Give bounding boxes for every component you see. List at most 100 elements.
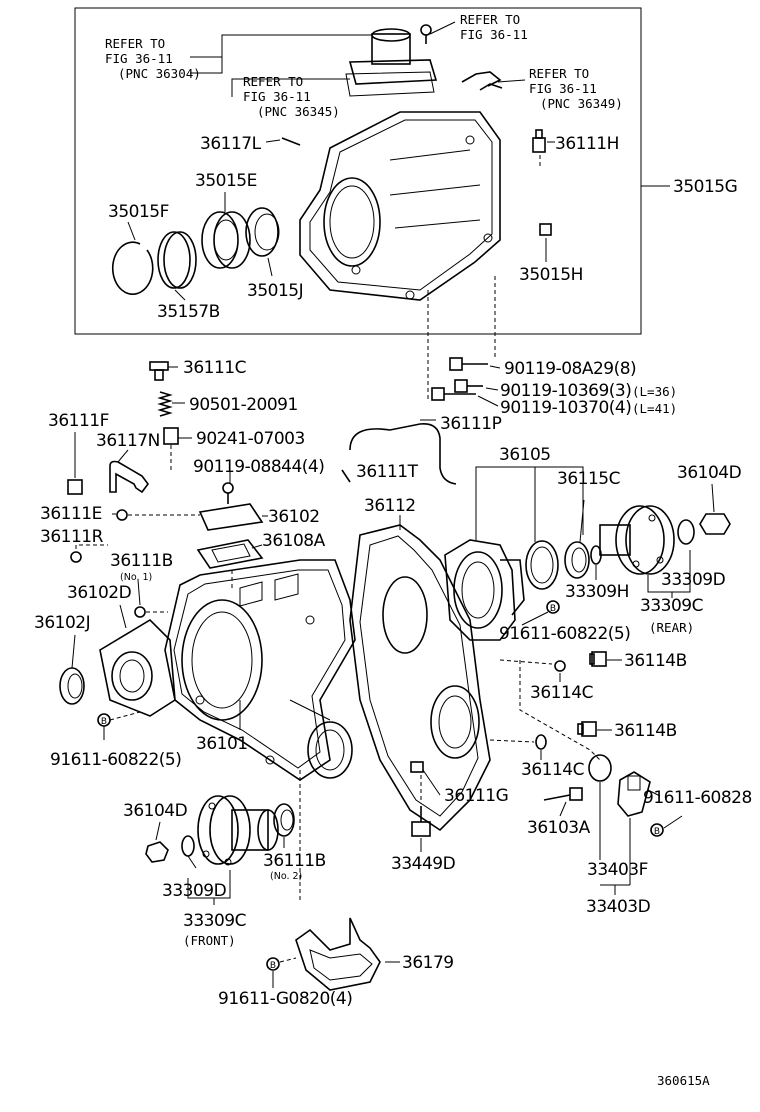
label-36102D: 36102D	[67, 583, 132, 603]
hose-36111P	[349, 422, 457, 485]
sleeve-91611-60828	[617, 771, 651, 817]
label-35157B: 35157B	[157, 302, 220, 322]
label-91611-60828: 91611-60828	[643, 788, 752, 808]
retainer-36105	[444, 539, 525, 641]
label-36104D-front: 36104D	[123, 801, 188, 821]
clip-part	[461, 71, 503, 91]
rear-case-36112	[349, 524, 491, 832]
svg-text:FIG 36-11: FIG 36-11	[243, 89, 311, 104]
label-90241-07003: 90241-07003	[196, 429, 305, 449]
bolt-91611-G0820	[266, 957, 280, 971]
label-91611-G0820: 91611-G0820(4)	[218, 989, 352, 1009]
label-90119-10369: 90119-10369(3)	[500, 381, 631, 401]
label-33403D: 33403D	[586, 897, 651, 917]
label-rear: (REAR)	[649, 620, 694, 635]
pin-36111T	[341, 469, 351, 483]
label-36111H: 36111H	[555, 134, 619, 154]
svg-text:REFER TO: REFER TO	[243, 74, 303, 89]
bolt-91611-60828-marker	[650, 823, 664, 837]
washer-36114C-1	[554, 660, 566, 672]
plug-35015H	[539, 223, 552, 236]
label-90501-20091: 90501-20091	[189, 395, 298, 415]
svg-text:FIG 36-11: FIG 36-11	[460, 27, 528, 42]
breather-36111C	[149, 361, 169, 381]
label-l36: (L=36)	[632, 384, 677, 399]
seal-36102J	[59, 667, 85, 705]
flange-33309C-front	[197, 795, 279, 866]
spring-90501	[157, 391, 173, 417]
front-case-36101	[164, 559, 356, 781]
washer-33309D-rear	[677, 519, 695, 545]
label-front: (FRONT)	[183, 933, 236, 948]
bearing-35015E	[201, 211, 251, 269]
label-36102J: 36102J	[34, 613, 90, 633]
label-36111B-2: 36111B	[263, 851, 326, 871]
washer-36111E	[116, 509, 128, 521]
label-36111E: 36111E	[40, 504, 102, 524]
svg-text:REFER TO: REFER TO	[105, 36, 165, 51]
label-90119-08A29: 90119-08A29(8)	[504, 359, 636, 379]
label-33309C-rear: 33309C	[640, 596, 703, 616]
label-90119-08844: 90119-08844(4)	[193, 457, 324, 477]
label-36111F: 36111F	[48, 411, 109, 431]
svg-text:FIG 36-11: FIG 36-11	[105, 51, 173, 66]
label-36111C: 36111C	[183, 358, 246, 378]
seal-36111B-2	[273, 803, 295, 837]
bracket-36179	[295, 917, 381, 991]
label-l41: (L=41)	[632, 401, 677, 416]
svg-text:REFER TO: REFER TO	[460, 12, 520, 27]
svg-text:REFER TO: REFER TO	[529, 66, 589, 81]
washer-33309D-front	[181, 835, 195, 857]
plug-36114B-1	[589, 651, 607, 667]
nut-36104D-front	[145, 841, 169, 863]
bolts-90119	[431, 357, 488, 401]
label-35015E: 35015E	[195, 171, 257, 191]
label-35015G: 35015G	[673, 177, 737, 197]
svg-text:B: B	[270, 961, 276, 971]
svg-text:B: B	[101, 717, 107, 727]
label-no1: (No. 1)	[120, 572, 152, 583]
rear-extension-housing	[299, 111, 501, 301]
svg-text:B: B	[654, 827, 660, 837]
bolt-36103A	[543, 787, 583, 801]
label-36103A: 36103A	[527, 818, 591, 838]
label-36114C-2: 36114C	[521, 760, 584, 780]
label-36111G: 36111G	[444, 786, 508, 806]
bolt-91611-60822-right	[546, 600, 560, 614]
label-36111B-1: 36111B	[110, 551, 173, 571]
label-33309C-front: 33309C	[183, 911, 246, 931]
label-36105: 36105	[499, 445, 551, 465]
label-36108A: 36108A	[262, 531, 326, 551]
seal-ring	[525, 540, 559, 590]
svg-text:(PNC 36345): (PNC 36345)	[257, 104, 340, 119]
plug-36111F	[67, 479, 83, 495]
plug-36111G	[410, 761, 424, 773]
label-36102: 36102	[268, 507, 320, 527]
cover-36102	[198, 482, 264, 531]
label-35015J: 35015J	[247, 281, 303, 301]
washer-36114C-2	[535, 734, 547, 750]
label-36114C-1: 36114C	[530, 683, 593, 703]
kit-box-35015G	[74, 7, 642, 335]
label-36179: 36179	[402, 953, 454, 973]
label-36101: 36101	[196, 734, 248, 754]
svg-text:B: B	[550, 604, 556, 614]
label-33449D: 33449D	[391, 854, 456, 874]
label-90119-10370: 90119-10370(4)	[500, 398, 631, 418]
label-36117L: 36117L	[200, 134, 262, 154]
plug-36114B-2	[577, 721, 597, 737]
gasket-36108A	[196, 539, 264, 569]
label-36111P: 36111P	[440, 414, 502, 434]
label-36114B-1: 36114B	[624, 651, 687, 671]
label-no2: (No. 2)	[270, 871, 302, 882]
ref-36304: REFER TO FIG 36-11 (PNC 36304)	[105, 36, 201, 81]
label-36111T: 36111T	[356, 462, 419, 482]
hose-36117N	[109, 460, 149, 494]
ref-36345: REFER TO FIG 36-11 (PNC 36345)	[243, 74, 340, 119]
seal-36115C	[564, 541, 590, 579]
label-35015F: 35015F	[108, 202, 169, 222]
label-36114B-2: 36114B	[614, 721, 677, 741]
label-33309H: 33309H	[565, 582, 629, 602]
label-36111R: 36111R	[40, 527, 104, 547]
